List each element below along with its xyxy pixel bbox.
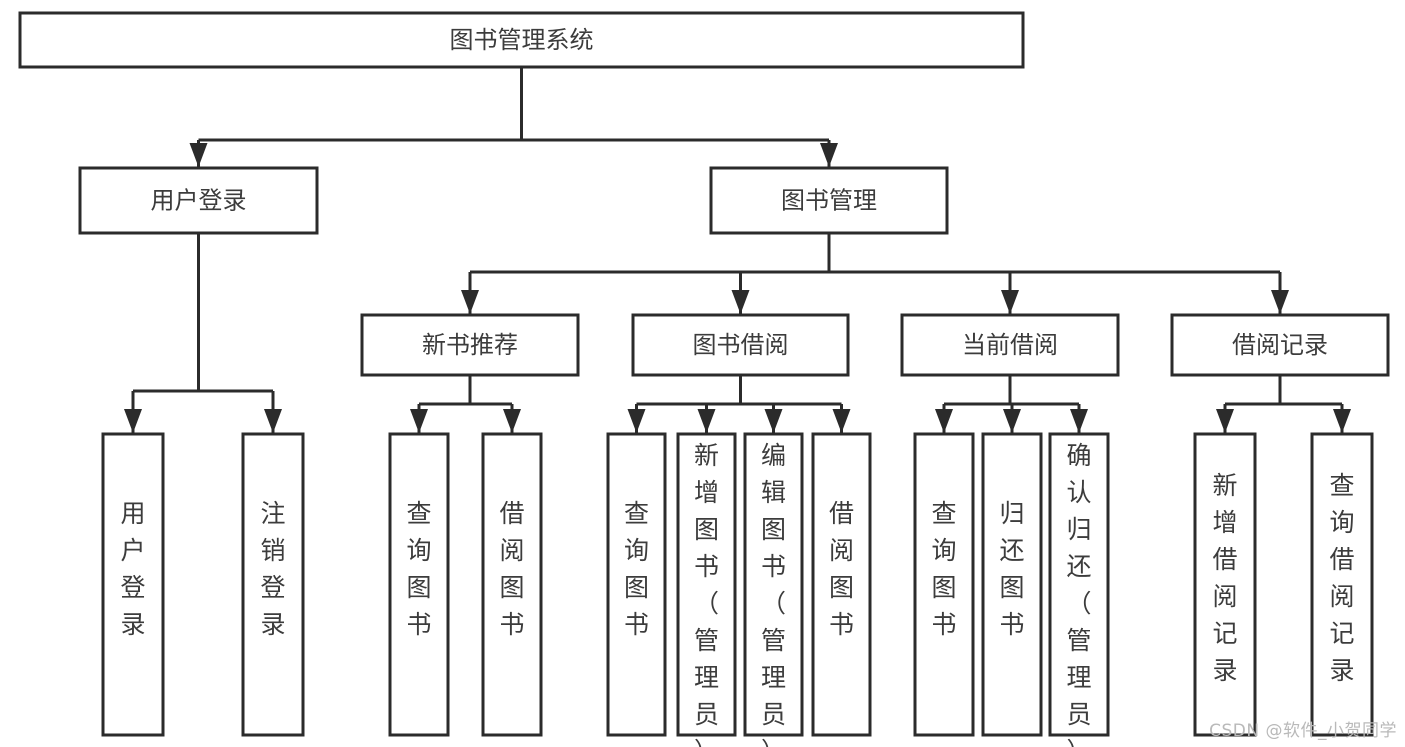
node-level3-4[interactable]: 借阅记录 [1170, 313, 1390, 377]
node-leaf-10[interactable]: 归还图书 [981, 432, 1043, 737]
node-label: 借阅记录 [1232, 331, 1328, 359]
node-label: 用户登录 [120, 499, 145, 639]
node-label: 新书推荐 [422, 331, 518, 359]
node-box[interactable] [913, 432, 975, 737]
arrow-head [410, 409, 428, 433]
node-box[interactable] [631, 313, 850, 377]
node-label: 查询图书 [406, 499, 431, 639]
arrow-head [264, 409, 282, 433]
node-label: 查询借阅记录 [1329, 471, 1354, 685]
connector-lines-layer [124, 67, 1351, 433]
node-label: 查询图书 [931, 499, 956, 639]
node-label: 新增借阅记录 [1212, 471, 1237, 685]
arrow-head [935, 409, 953, 433]
node-leaf-4[interactable]: 借阅图书 [481, 432, 543, 737]
node-label: 编辑图书（管理员） [761, 441, 786, 747]
node-level3-3[interactable]: 当前借阅 [900, 313, 1120, 377]
arrow-head [832, 409, 851, 433]
node-leaf-13[interactable]: 查询借阅记录 [1310, 432, 1374, 737]
node-label: 归还图书 [999, 499, 1024, 639]
arrow-head [1003, 409, 1021, 433]
node-label: 当前借阅 [962, 331, 1058, 359]
node-box[interactable] [1310, 432, 1374, 737]
node-label: 图书管理 [781, 187, 877, 215]
node-level2-1[interactable]: 用户登录 [78, 166, 319, 235]
arrow-head [1001, 290, 1019, 314]
node-box[interactable] [1193, 432, 1257, 737]
node-leaf-7[interactable]: 编辑图书（管理员） [743, 432, 804, 747]
arrow-head [731, 290, 750, 314]
node-label: 图书借阅 [693, 331, 789, 359]
node-level2-2[interactable]: 图书管理 [709, 166, 949, 235]
node-box[interactable] [78, 166, 319, 235]
node-box[interactable] [101, 432, 165, 737]
node-box[interactable] [1048, 432, 1110, 737]
node-leaf-11[interactable]: 确认归还（管理员） [1048, 432, 1110, 747]
arrow-head [461, 290, 479, 314]
node-level3-2[interactable]: 图书借阅 [631, 313, 850, 377]
node-label: 用户登录 [151, 187, 247, 215]
arrow-head [1271, 290, 1289, 314]
node-root[interactable]: 图书管理系统 [18, 11, 1025, 69]
node-leaf-6[interactable]: 新增图书（管理员） [676, 432, 737, 747]
node-box[interactable] [900, 313, 1120, 377]
arrow-head [1216, 409, 1234, 433]
node-leaf-12[interactable]: 新增借阅记录 [1193, 432, 1257, 737]
node-leaf-5[interactable]: 查询图书 [606, 432, 667, 737]
node-box[interactable] [481, 432, 543, 737]
node-label: 确认归还（管理员） [1066, 441, 1091, 747]
node-leaf-8[interactable]: 借阅图书 [811, 432, 872, 737]
node-boxes-layer: 图书管理系统用户登录图书管理新书推荐图书借阅当前借阅借阅记录用户登录注销登录查询… [18, 11, 1390, 747]
arrow-head [697, 409, 716, 433]
node-box[interactable] [709, 166, 949, 235]
arrow-head [820, 143, 838, 167]
node-box[interactable] [18, 11, 1025, 69]
arrow-head [189, 143, 208, 167]
arrow-head [1070, 409, 1088, 433]
node-box[interactable] [606, 432, 667, 737]
arrow-head [764, 409, 783, 433]
node-leaf-1[interactable]: 用户登录 [101, 432, 165, 737]
node-box[interactable] [360, 313, 580, 377]
arrow-head [503, 409, 521, 433]
node-box[interactable] [811, 432, 872, 737]
node-level3-1[interactable]: 新书推荐 [360, 313, 580, 377]
node-label: 图书管理系统 [450, 26, 594, 54]
arrow-head [124, 409, 142, 433]
arrow-head [627, 409, 646, 433]
node-leaf-3[interactable]: 查询图书 [388, 432, 450, 737]
node-label: 新增图书（管理员） [694, 441, 719, 747]
node-box[interactable] [1170, 313, 1390, 377]
node-label: 借阅图书 [499, 499, 524, 639]
arrow-head [1333, 409, 1351, 433]
node-label: 查询图书 [624, 499, 649, 639]
node-label: 注销登录 [260, 499, 285, 639]
node-label: 借阅图书 [829, 499, 854, 639]
node-box[interactable] [241, 432, 305, 737]
node-box[interactable] [388, 432, 450, 737]
node-leaf-2[interactable]: 注销登录 [241, 432, 305, 737]
node-leaf-9[interactable]: 查询图书 [913, 432, 975, 737]
node-box[interactable] [676, 432, 737, 737]
node-box[interactable] [981, 432, 1043, 737]
node-box[interactable] [743, 432, 804, 737]
